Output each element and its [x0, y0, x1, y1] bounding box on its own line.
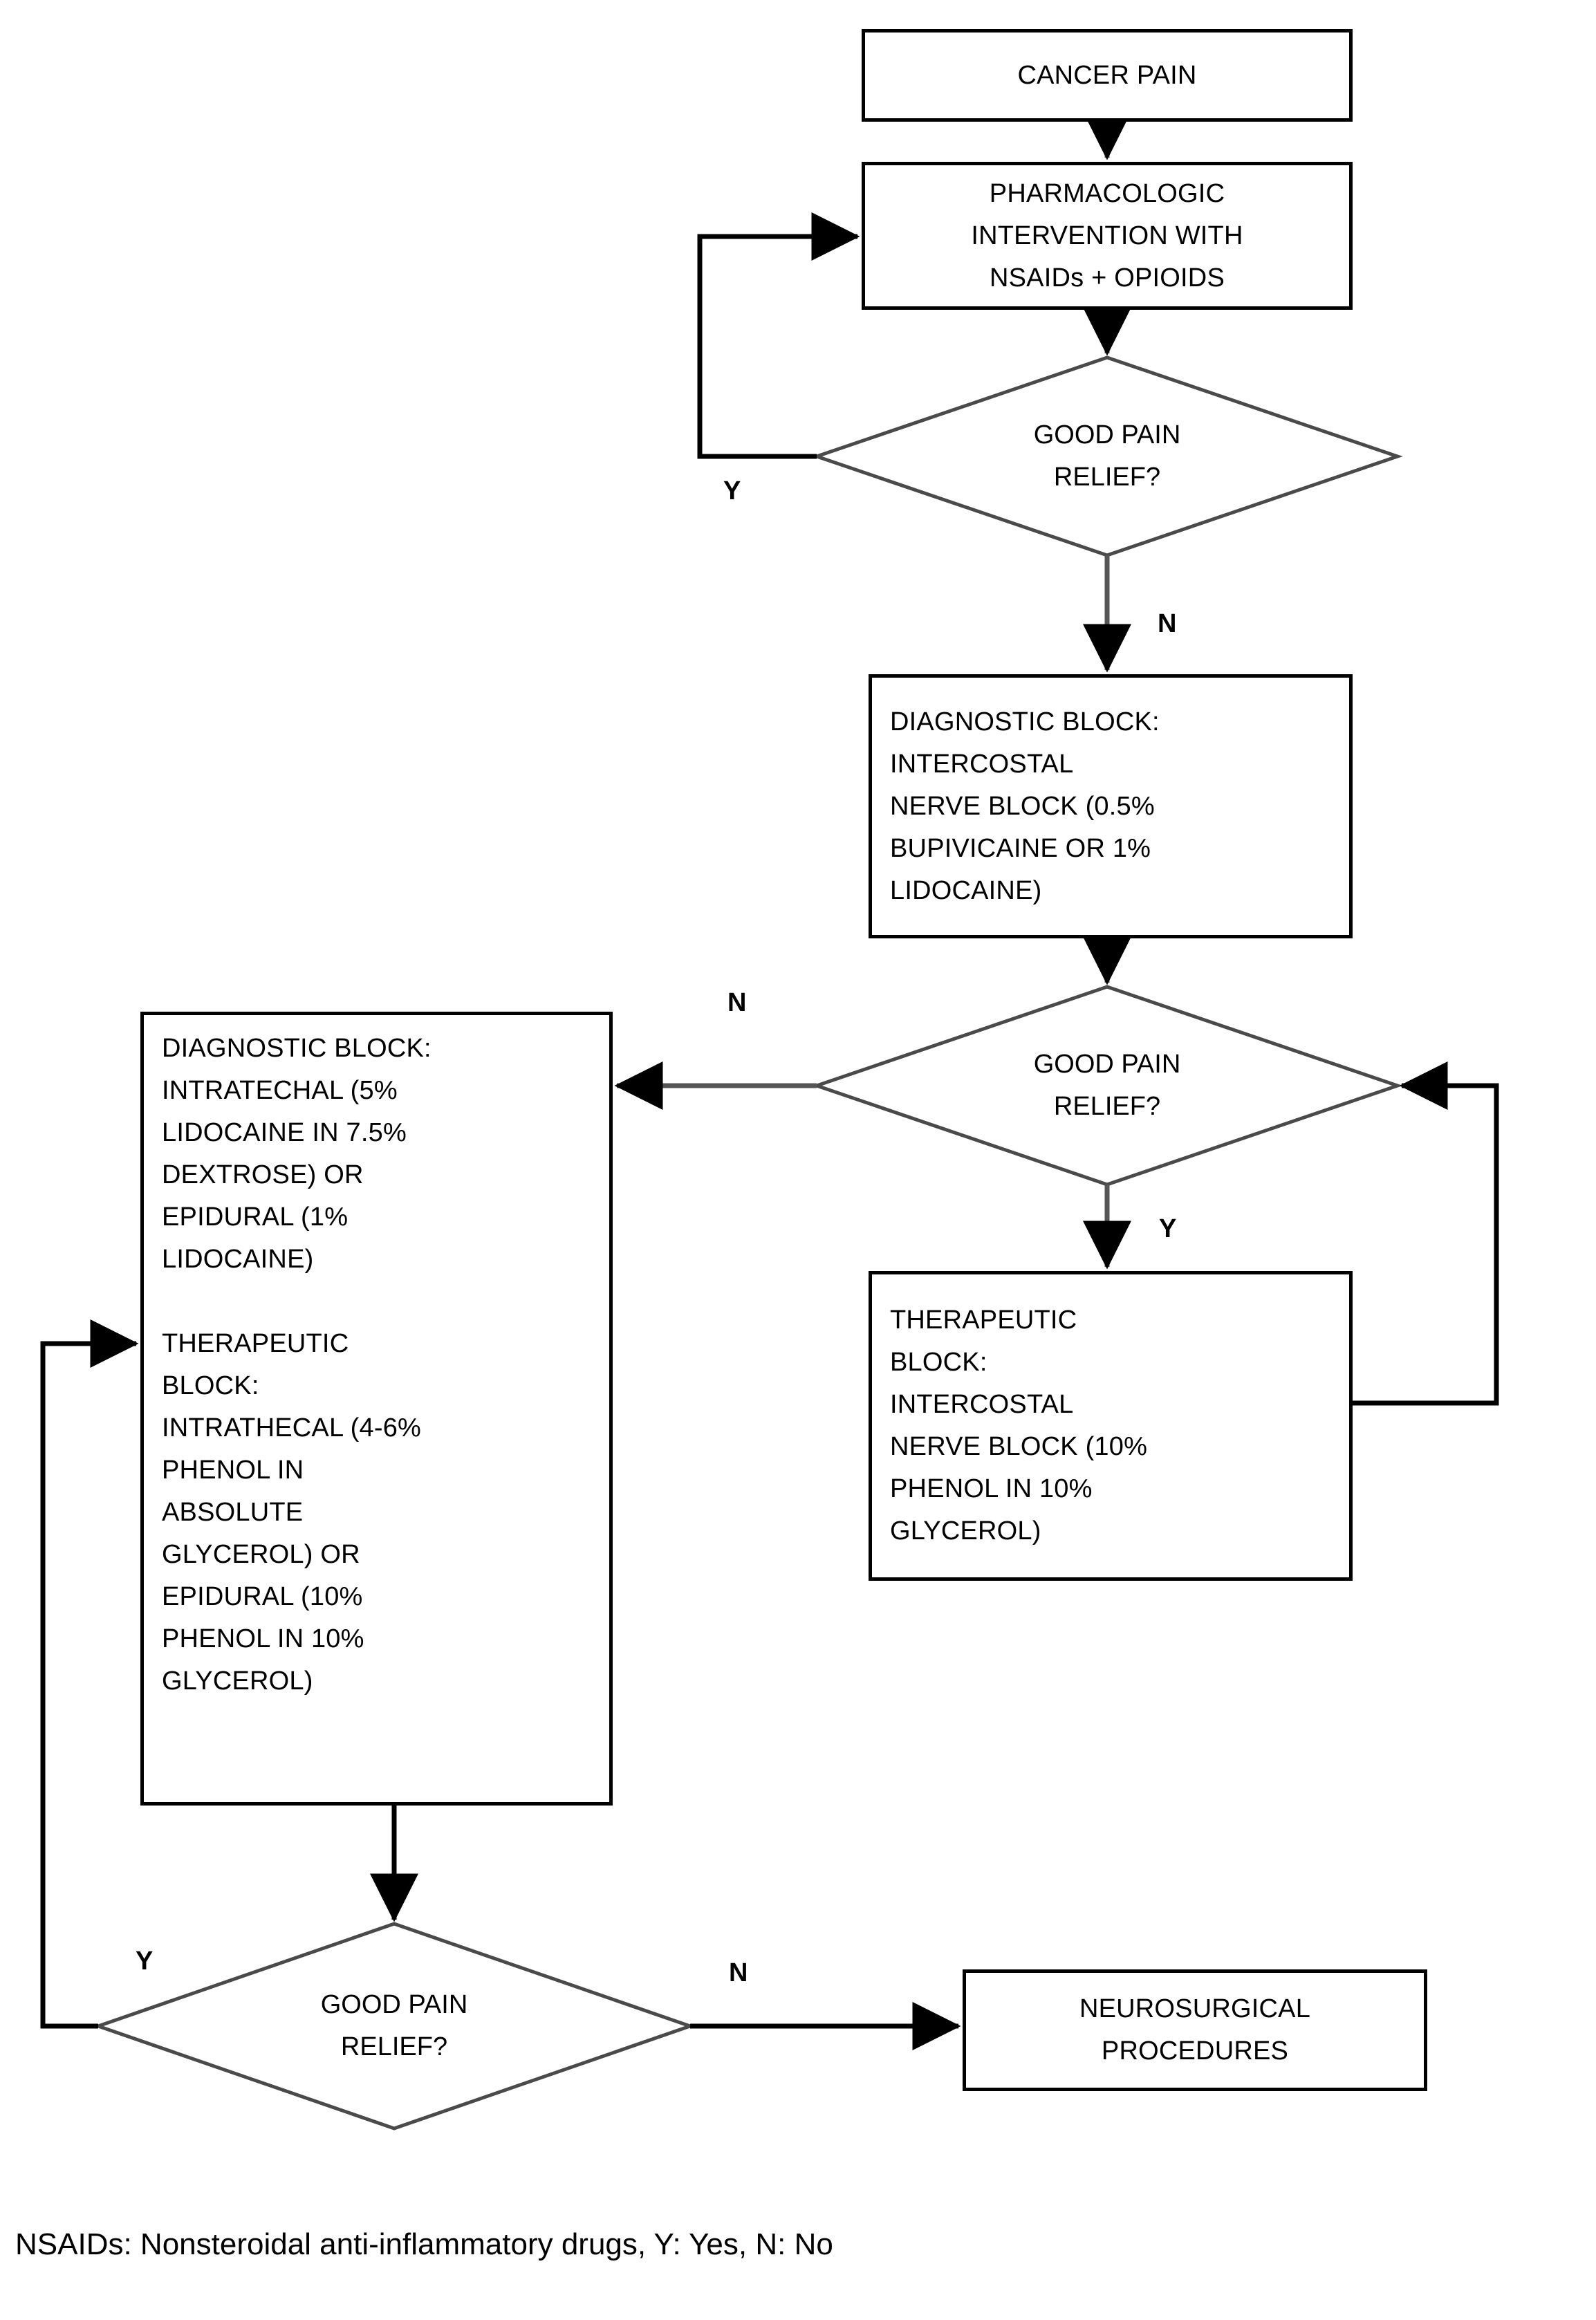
node-diagnostic-therapeutic-block-label: DIAGNOSTIC BLOCK: INTRATECHAL (5% LIDOCA… [162, 1034, 432, 1696]
node-cancer-pain[interactable]: CANCER PAIN [862, 29, 1353, 122]
node-pharmacologic-intervention[interactable]: PHARMACOLOGIC INTERVENTION WITH NSAIDs +… [862, 162, 1353, 310]
decision-2-shape [811, 985, 1403, 1187]
node-decision-2-label: GOOD PAIN RELIEF? [1033, 1050, 1181, 1121]
edge-label-no-to-neurosurgical: N [729, 1958, 748, 1987]
node-therapeutic-block-intercostal[interactable]: THERAPEUTIC BLOCK: INTERCOSTAL NERVE BLO… [869, 1271, 1353, 1581]
node-diagnostic-block-intercostal-label: DIAGNOSTIC BLOCK: INTERCOSTAL NERVE BLOC… [890, 707, 1160, 905]
node-neurosurgical-procedures[interactable]: NEUROSURGICAL PROCEDURES [963, 1969, 1427, 2091]
node-pharmacologic-intervention-label: PHARMACOLOGIC INTERVENTION WITH NSAIDs +… [971, 178, 1243, 293]
node-therapeutic-block-intercostal-label: THERAPEUTIC BLOCK: INTERCOSTAL NERVE BLO… [890, 1306, 1148, 1546]
edge-label-yes-loop-3: Y [136, 1947, 154, 1976]
edge-label-no-to-diagnostic-1: N [1158, 609, 1177, 638]
edge-therapeuticblock-loop-to-decision2 [1353, 1061, 1499, 1406]
decision-1-shape [811, 355, 1403, 557]
decision-3-shape [93, 1922, 696, 2131]
legend-abbreviations: NSAIDs: Nonsteroidal anti-inflammatory d… [15, 2227, 833, 2261]
node-decision-3-label: GOOD PAIN RELIEF? [320, 1990, 468, 2061]
edge-label-yes-to-therapeutic: Y [1159, 1214, 1177, 1243]
node-neurosurgical-procedures-label: NEUROSURGICAL PROCEDURES [1079, 1994, 1311, 2066]
node-diagnostic-block-intercostal[interactable]: DIAGNOSTIC BLOCK: INTERCOSTAL NERVE BLOC… [869, 674, 1353, 938]
edge-decision3-yes-loop-to-bigbox [40, 1319, 139, 2029]
node-cancer-pain-label: CANCER PAIN [1017, 60, 1197, 90]
node-decision-1-label: GOOD PAIN RELIEF? [1033, 420, 1181, 492]
edge-label-yes-loop-1: Y [723, 476, 741, 505]
node-diagnostic-therapeutic-block[interactable]: DIAGNOSTIC BLOCK: INTRATECHAL (5% LIDOCA… [140, 1012, 613, 1806]
edge-decision1-yes-loop [697, 212, 860, 459]
edge-label-no-to-big-box: N [727, 988, 747, 1017]
